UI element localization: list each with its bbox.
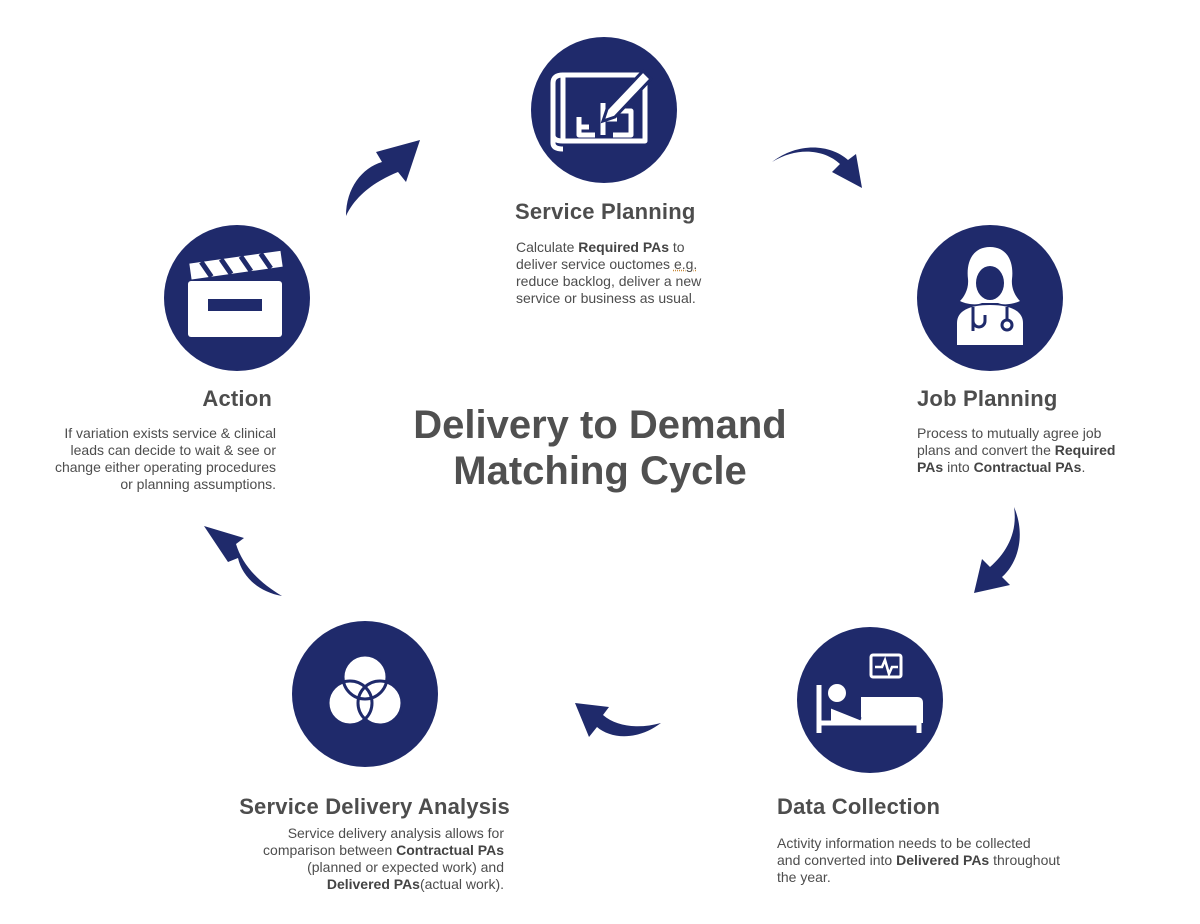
desc-bold: Delivered PAs [326, 876, 420, 892]
service-delivery-analysis-title: Service Delivery Analysis [239, 794, 510, 819]
desc-bold: Contractual PAs [396, 842, 504, 858]
desc-text: (actual work). [419, 876, 504, 892]
service-planning-desc: Calculate Required PAs to deliver servic… [516, 239, 746, 307]
desc-text: change either operating procedures [54, 459, 276, 475]
desc-text: leads can decide to wait & see or [70, 442, 276, 458]
desc-text: throughout [989, 852, 1061, 868]
patient-bed-monitor-icon [816, 653, 923, 733]
desc-text: (planned or expected work) and [307, 859, 504, 875]
desc-text: to [669, 239, 685, 255]
desc-text: service or business as usual. [516, 290, 696, 306]
data-collection-title: Data Collection [777, 794, 941, 819]
desc-text: and converted into [777, 852, 897, 868]
service-planning-circle [531, 37, 677, 183]
action-title: Action [202, 386, 272, 411]
desc-bold: PAs [917, 459, 944, 475]
arrow-analysis-to-action [204, 526, 282, 596]
arrow-job-to-data [974, 507, 1020, 593]
data-collection-circle [797, 627, 943, 773]
arrow-service-to-job [772, 147, 862, 188]
service-delivery-analysis-circle [292, 621, 438, 767]
arrow-action-to-service [346, 140, 420, 216]
desc-bold: Delivered PAs [896, 852, 990, 868]
blueprint-pencil-icon [550, 68, 654, 152]
desc-text: comparison between [263, 842, 397, 858]
cycle-title-line1: Delivery to Demand [413, 403, 787, 447]
desc-text: . [1081, 459, 1086, 475]
service-delivery-analysis-desc: Service delivery analysis allows for com… [190, 825, 504, 893]
action-circle [164, 225, 310, 371]
desc-text: Activity information needs to be collect… [777, 835, 1031, 851]
desc-text: Process to mutually agree job [917, 425, 1102, 441]
clapperboard-icon [188, 250, 283, 337]
job-planning-circle [917, 225, 1063, 371]
desc-bold: Required PAs [578, 239, 670, 255]
action-desc: If variation exists service & clinical l… [10, 425, 276, 493]
venn-diagram-icon [326, 653, 404, 727]
desc-text: Calculate [516, 239, 579, 255]
desc-text: If variation exists service & clinical [64, 425, 276, 441]
desc-bold: Required [1054, 442, 1116, 458]
cycle-title-line2: Matching Cycle [453, 449, 747, 493]
desc-text: reduce backlog, deliver a new [516, 273, 702, 289]
desc-bold: Contractual PAs [973, 459, 1082, 475]
job-planning-desc: Process to mutually agree job plans and … [917, 425, 1157, 476]
doctor-stethoscope-icon [957, 247, 1023, 345]
arrow-data-to-analysis [575, 703, 661, 737]
desc-text: or planning assumptions. [120, 476, 276, 492]
desc-text: plans and convert the [917, 442, 1055, 458]
desc-text: deliver service ouctomes [516, 256, 674, 272]
service-planning-title: Service Planning [515, 199, 696, 224]
desc-text: e.g. [673, 256, 698, 272]
desc-text: into [943, 459, 974, 475]
cycle-title: Delivery to Demand Matching Cycle [380, 402, 820, 494]
job-planning-title: Job Planning [917, 386, 1058, 411]
desc-text: Service delivery analysis allows for [287, 825, 504, 841]
data-collection-desc: Activity information needs to be collect… [777, 835, 1137, 886]
desc-text: the year. [777, 869, 831, 885]
